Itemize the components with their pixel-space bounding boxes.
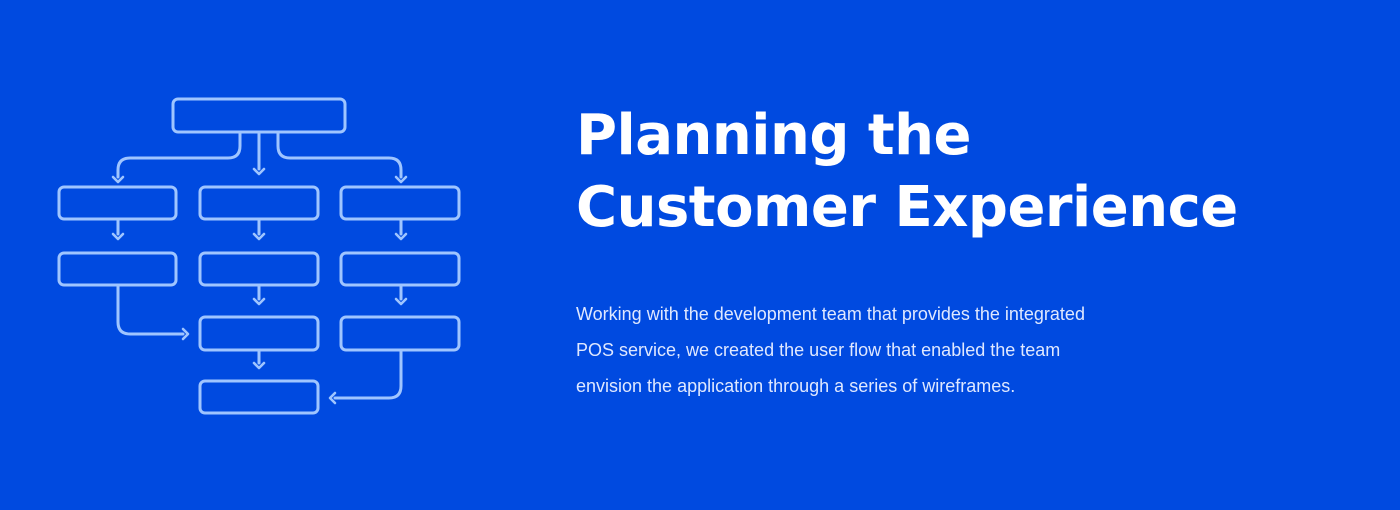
arrowhead-icon bbox=[252, 167, 266, 176]
flow-node-r3c3 bbox=[339, 315, 461, 352]
flow-node-r2c3 bbox=[339, 251, 461, 287]
arrowhead-icon bbox=[394, 297, 408, 306]
text-block: Planning the Customer Experience Working… bbox=[576, 100, 1376, 404]
flow-connector-r3c3-to-end bbox=[333, 348, 403, 400]
description-line-2: POS service, we created the user flow th… bbox=[576, 340, 1061, 360]
headline-line-1: Planning the bbox=[576, 103, 972, 168]
arrowhead-icon bbox=[394, 232, 408, 241]
description-line-1: Working with the development team that p… bbox=[576, 304, 1085, 324]
flow-node-root bbox=[171, 97, 347, 134]
flow-node-r1c3 bbox=[339, 185, 461, 221]
flow-connector-root-to-r1c1 bbox=[116, 130, 242, 179]
arrowhead-icon bbox=[181, 327, 190, 341]
flow-node-r1c2 bbox=[198, 185, 320, 221]
flow-node-r2c2 bbox=[198, 251, 320, 287]
flow-connector-root-to-r1c3 bbox=[276, 130, 403, 179]
arrowhead-icon bbox=[252, 297, 266, 306]
description: Working with the development team that p… bbox=[576, 296, 1176, 404]
arrowhead-icon bbox=[111, 175, 125, 184]
flow-node-end bbox=[198, 379, 320, 415]
arrowhead-icon bbox=[111, 232, 125, 241]
user-flow-diagram bbox=[57, 97, 461, 415]
headline: Planning the Customer Experience bbox=[576, 100, 1376, 244]
description-line-3: envision the application through a serie… bbox=[576, 376, 1016, 396]
headline-line-2: Customer Experience bbox=[576, 175, 1238, 240]
arrowhead-icon bbox=[328, 391, 337, 405]
arrowhead-icon bbox=[252, 232, 266, 241]
flow-connector-r2c1-to-r3c2 bbox=[116, 283, 185, 336]
arrowhead-icon bbox=[394, 175, 408, 184]
flow-node-r3c2 bbox=[198, 315, 320, 352]
flow-node-r1c1 bbox=[57, 185, 178, 221]
arrowhead-icon bbox=[252, 361, 266, 370]
flow-node-r2c1 bbox=[57, 251, 178, 287]
